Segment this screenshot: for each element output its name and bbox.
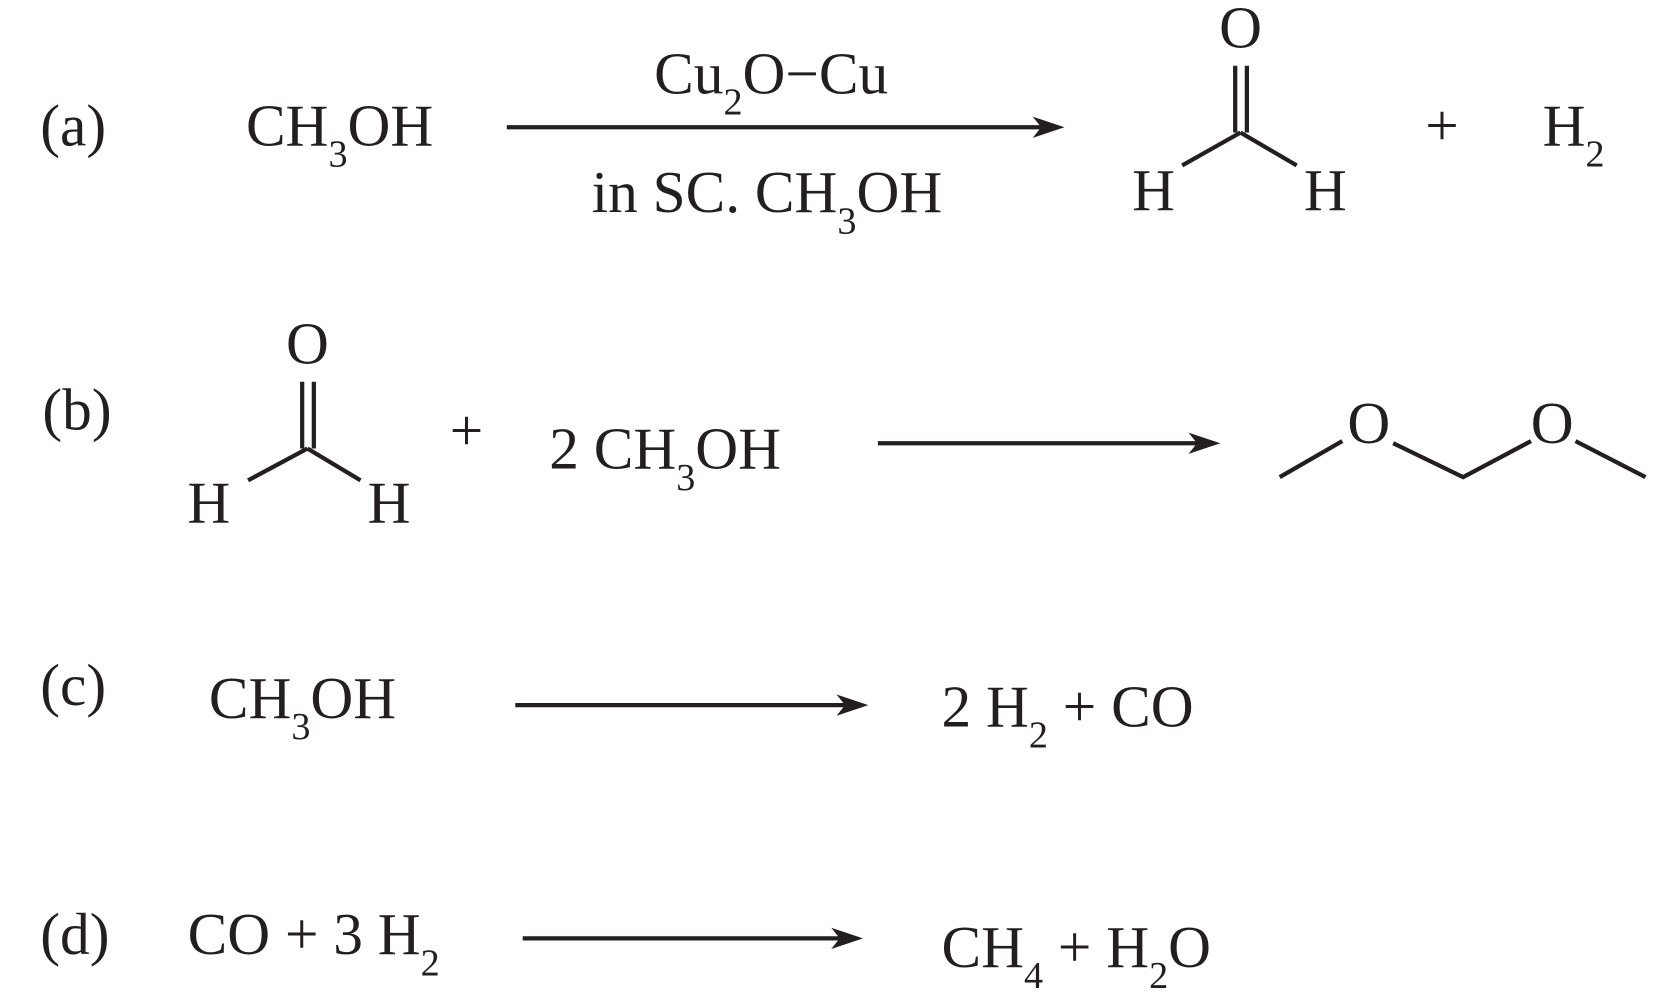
- solvent-condition: in SC. CH3OH: [592, 159, 943, 242]
- atom-h: H: [1304, 157, 1347, 223]
- atom-h: H: [1132, 157, 1175, 223]
- arrowhead-icon: [1032, 116, 1065, 138]
- reaction-d: (d) CO + 3 H2 CH4 + H2O: [40, 901, 1211, 997]
- catalyst-label: Cu2O−Cu: [654, 40, 888, 123]
- arrowhead-icon: [831, 927, 864, 949]
- reaction-label: (c): [40, 652, 106, 718]
- plus-sign: +: [450, 398, 483, 464]
- methanol-formula: 2 CH3OH: [549, 416, 781, 499]
- formaldehyde-structure: O H H: [1132, 0, 1347, 223]
- product-formula: CH4 + H2O: [942, 914, 1212, 997]
- reaction-b: (b) O H H + 2 CH3OH O O: [42, 311, 1647, 536]
- reaction-a: (a) CH3OH Cu2O−Cu in SC. CH3OH O H H + H…: [40, 0, 1604, 242]
- methanol-formula: CH3OH: [209, 665, 396, 748]
- reaction-c: (c) CH3OH 2 H2 + CO: [40, 652, 1193, 756]
- reaction-label: (a): [40, 92, 106, 158]
- reactant-formula: CO + 3 H2: [188, 901, 440, 984]
- atom-o: O: [1531, 390, 1574, 456]
- atom-o: O: [286, 311, 329, 377]
- formaldehyde-structure: O H H: [187, 311, 410, 536]
- arrowhead-icon: [836, 694, 869, 716]
- atom-h: H: [187, 470, 230, 536]
- reaction-label: (b): [42, 376, 111, 442]
- syngas-formula: 2 H2 + CO: [942, 673, 1194, 756]
- plus-sign: +: [1425, 92, 1458, 158]
- reaction-label: (d): [40, 901, 109, 967]
- arrowhead-icon: [1188, 432, 1221, 454]
- atom-h: H: [368, 470, 411, 536]
- methanol-formula: CH3OH: [246, 92, 433, 175]
- atom-o: O: [1219, 0, 1262, 61]
- dimethoxymethane-structure: O O: [1278, 390, 1647, 480]
- hydrogen-formula: H2: [1543, 92, 1605, 175]
- atom-o: O: [1347, 390, 1390, 456]
